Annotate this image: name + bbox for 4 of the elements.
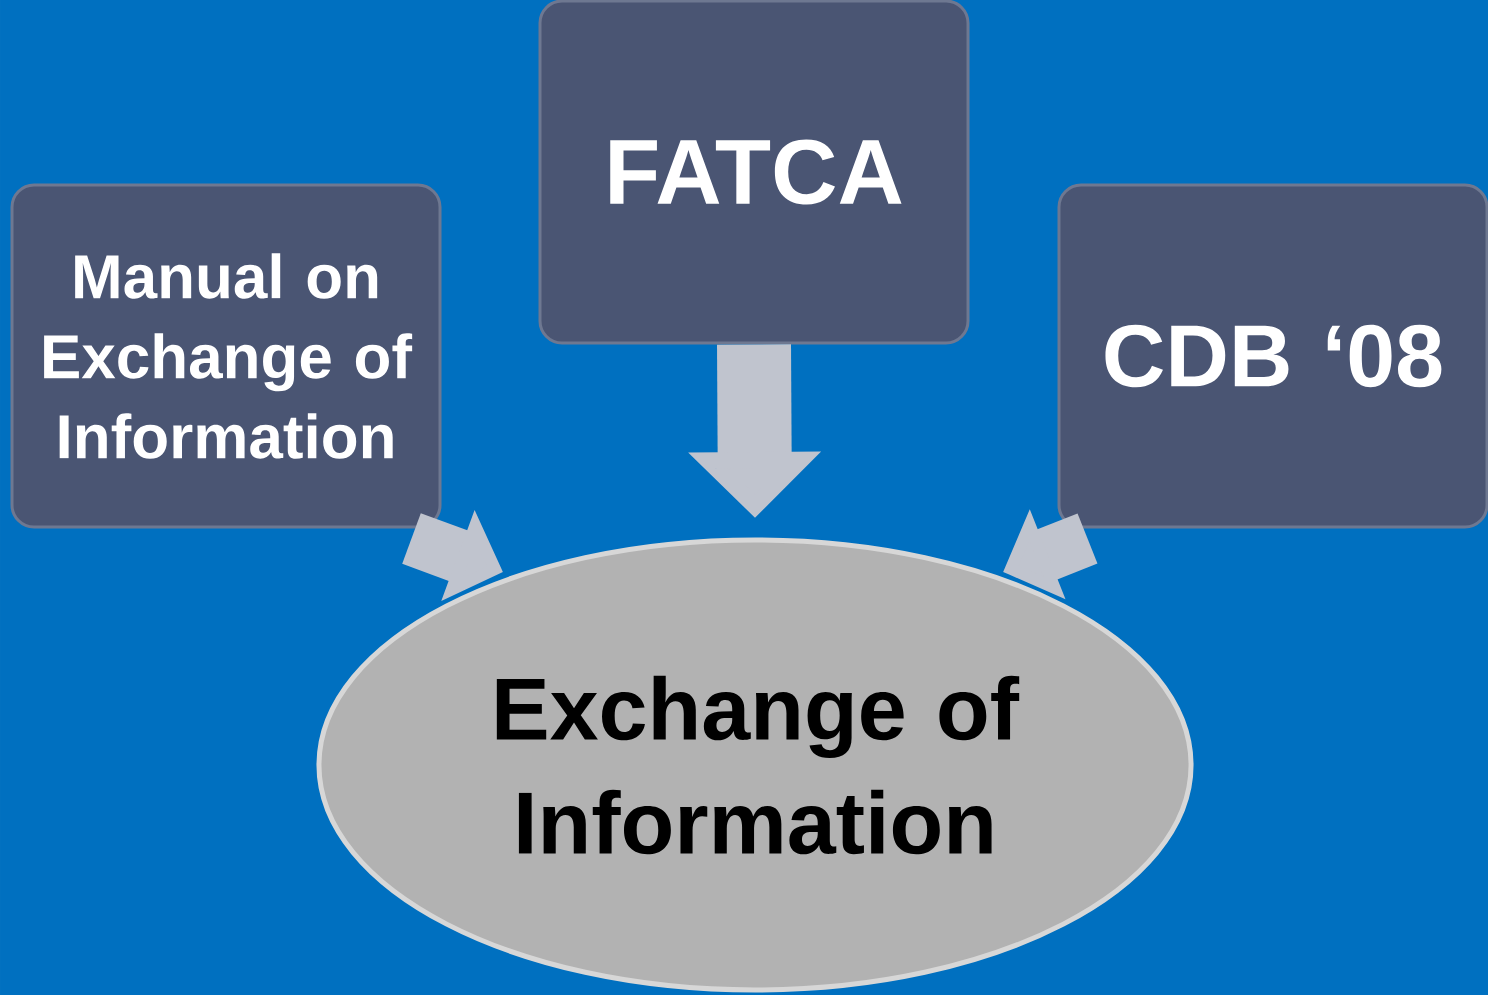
process-box: Manual on Exchange of Information	[10, 183, 442, 529]
process-box: FATCA	[538, 0, 970, 345]
process-box: CDB ‘08	[1057, 183, 1488, 529]
ellipse-node: Exchange of Information	[316, 537, 1194, 993]
